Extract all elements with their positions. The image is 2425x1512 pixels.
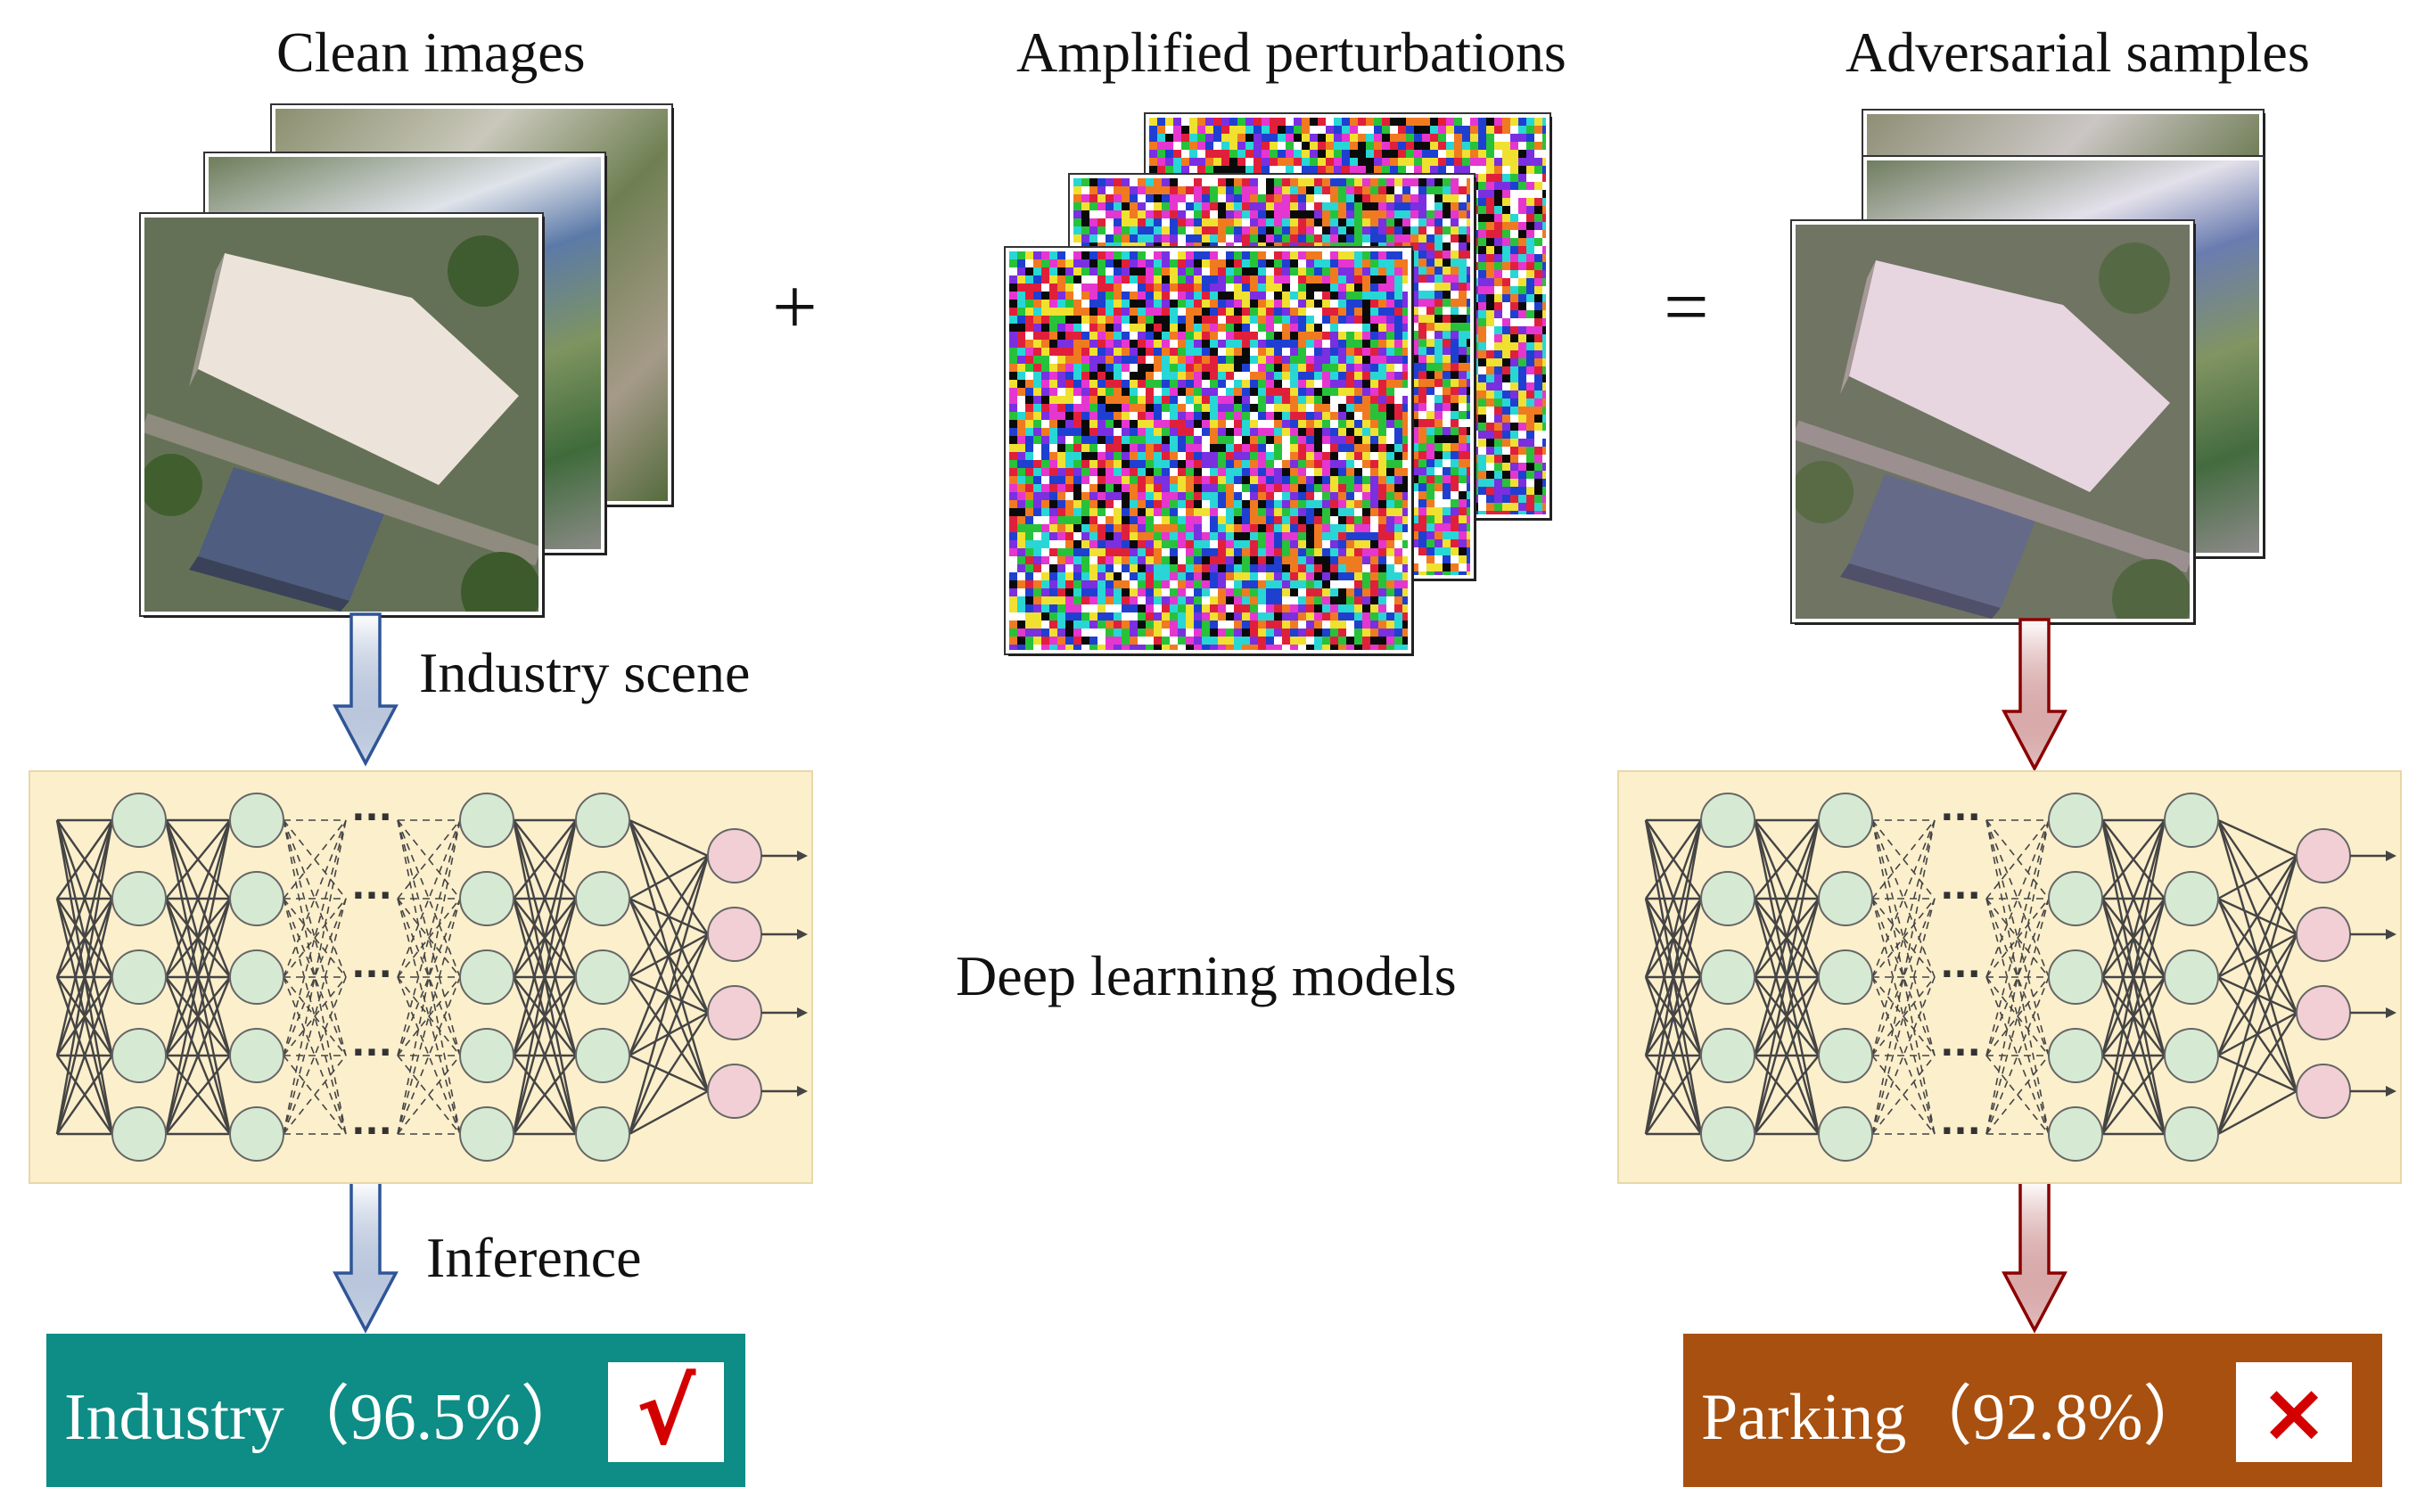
- arrow-to-network-clean: [333, 612, 399, 767]
- result-clean-text: Industry（96.5%）: [64, 1380, 587, 1454]
- perturbation-front: [1006, 248, 1411, 653]
- network-panel-adversarial: ···············: [1617, 770, 2402, 1184]
- network-panel-clean: ···············: [29, 770, 813, 1184]
- arrow-to-network-adversarial: [2002, 618, 2067, 772]
- clean-image-front: [141, 214, 542, 615]
- equals-operator: =: [1664, 263, 1709, 351]
- result-adversarial-text: Parking（92.8%）: [1701, 1380, 2209, 1454]
- result-adversarial: Parking（92.8%） ×: [1683, 1334, 2382, 1487]
- adversarial-heading: Adversarial samples: [1845, 21, 2310, 84]
- deep-learning-models-label: Deep learning models: [956, 944, 1457, 1007]
- adversarial-image-front: [1792, 221, 2193, 622]
- arrow-to-result-adversarial: [2002, 1179, 2067, 1334]
- inference-label: Inference: [426, 1226, 642, 1289]
- industry-scene-label: Industry scene: [419, 641, 751, 704]
- cross-icon: ×: [2236, 1362, 2352, 1462]
- arrow-to-result-clean: [333, 1179, 399, 1334]
- result-clean: Industry（96.5%） √: [46, 1334, 745, 1487]
- plus-operator: +: [772, 263, 818, 351]
- noise-texture: [1009, 251, 1408, 650]
- clean-images-heading: Clean images: [276, 21, 586, 84]
- check-icon: √: [608, 1360, 724, 1465]
- perturbations-heading: Amplified perturbations: [1016, 21, 1566, 84]
- neural-network-diagram: ···············: [1644, 793, 2396, 1162]
- neural-network-diagram: ···············: [55, 793, 808, 1162]
